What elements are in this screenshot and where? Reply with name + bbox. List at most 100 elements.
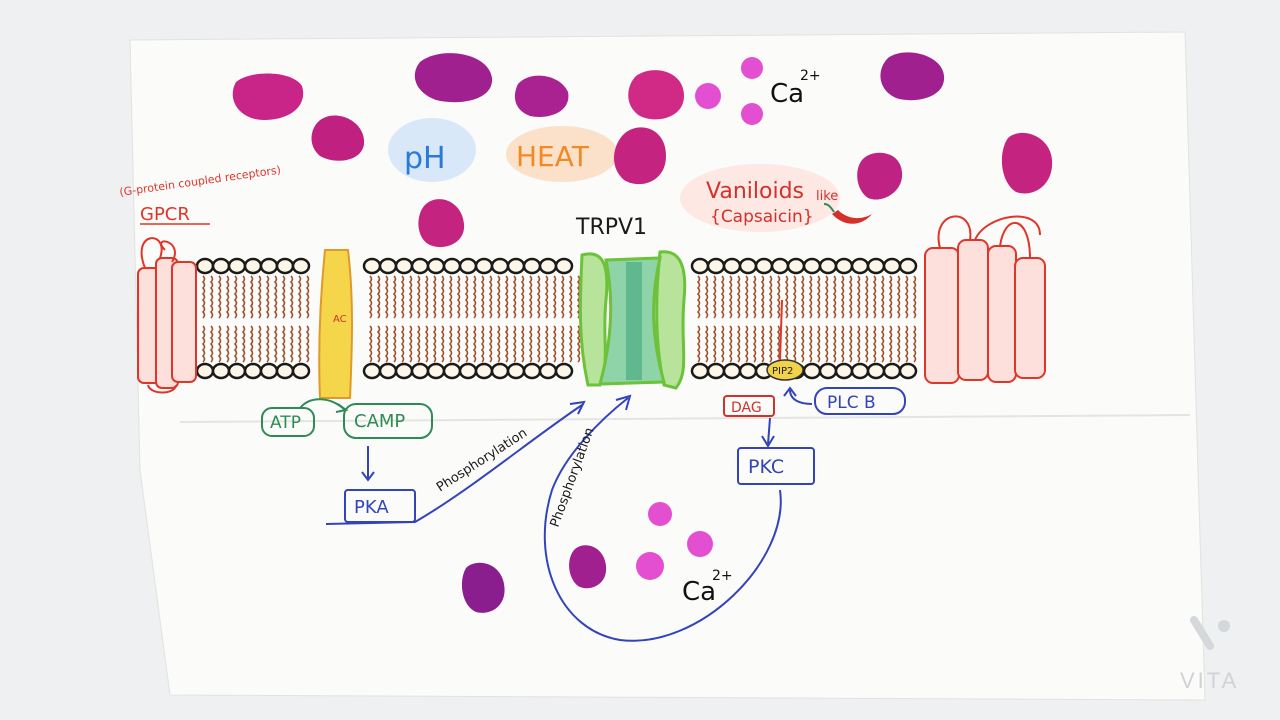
lipid-tail [712,325,717,363]
lipid-tail [209,325,214,363]
lipid-tail [512,325,517,363]
lipid-tail [808,325,813,363]
lipid-tail [305,325,310,363]
lipid-tail [400,275,405,319]
lipid-tail [217,325,222,363]
svg-text:Ca: Ca [682,577,716,607]
lipid-tail [273,275,278,319]
lipid-tail [888,275,893,319]
lipid-head [738,257,758,275]
lipid-tail [896,325,901,363]
lipid-head [818,362,838,380]
pip2-label: PIP2 [772,366,793,377]
lipid-head [866,362,886,380]
lipid-tail [424,325,429,363]
lipid-tail [864,325,869,363]
lipid-tail [576,325,581,363]
vanilloids-label: Vaniloids [706,179,804,204]
lipid-head [554,362,574,380]
lipid-tail [520,325,525,363]
adenylyl-cyclase: AC [318,249,353,399]
lipid-tail [696,275,701,319]
lipid-tail [233,325,238,363]
lipid-head [706,257,726,275]
lipid-tail [704,275,709,319]
vita-logo-icon [1184,612,1244,666]
lipid-head [522,362,542,380]
lipid-tail [392,275,397,319]
lipid-tail [273,325,278,363]
lipid-tail [472,325,477,363]
lipid-tail [233,275,238,319]
lipid-tail [528,325,533,363]
chili-pepper-icon [823,203,872,224]
lipid-head [442,257,462,275]
lipid-tail [217,275,222,319]
lipid-tail [201,275,206,319]
lipid-tail [281,275,286,319]
lipid-tail [289,325,294,363]
paper-fold [179,414,1191,423]
lipid-tail [840,275,845,319]
ph-label: pH [404,141,446,176]
lipid-head [802,362,822,380]
lipid-tail [209,275,214,319]
svg-text:Ca: Ca [770,79,804,109]
lipid-head [275,362,295,380]
lipid-head [722,257,742,275]
trpv1-channel [578,250,687,390]
lipid-head [394,362,414,380]
lipid-tail [464,275,469,319]
lipid-head [490,257,510,275]
calcium-top-label: Ca 2+ [770,68,821,109]
lipid-tail [816,275,821,319]
lipid-tail [265,325,270,363]
lipid-tail [744,325,749,363]
plcb-label: PLC B [827,393,876,413]
lipid-tail [832,275,837,319]
lipid-tail [528,275,533,319]
lipid-head [882,362,902,380]
trpv1-label: TRPV1 [575,215,647,240]
lipid-tail [456,275,461,319]
lipid-head [211,362,231,380]
lipid-head [818,257,838,275]
lipid-tail [760,325,765,363]
lipid-tail [824,275,829,319]
lipid-head [458,257,478,275]
lipid-tail [744,275,749,319]
lipid-head [898,362,918,380]
lipid-tail [912,325,917,363]
dag-box: DAG [723,395,775,417]
lipid-tail [416,325,421,363]
lipid-tail [536,275,541,319]
lipid-tail [392,325,397,363]
lipid-head [426,257,446,275]
lipid-tail [512,275,517,319]
lipid-head [690,362,710,380]
lipid-head [474,257,494,275]
lipid-tail [856,325,861,363]
lipid-tail [448,275,453,319]
lipid-tail [408,325,413,363]
lipid-head [690,257,710,275]
lipid-tail [432,325,437,363]
capsaicin-label: {Capsaicin} [710,207,814,227]
lipid-head [378,362,398,380]
gpcr-left [137,237,197,394]
lipid-tail [504,275,509,319]
lipid-head [259,257,279,275]
lipid-tail [289,275,294,319]
gpcr-title: GPCR [140,204,190,225]
lipid-tail [736,275,741,319]
lipid-tail [800,275,805,319]
ac-label: AC [333,314,347,325]
camp-box: CAMP [343,403,433,439]
lipid-head [362,362,382,380]
lipid-tail [488,325,493,363]
lipid-tail [864,275,869,319]
lipid-tail [840,325,845,363]
camp-label: CAMP [354,411,405,432]
lipid-tail [368,325,373,363]
lipid-head [243,257,263,275]
